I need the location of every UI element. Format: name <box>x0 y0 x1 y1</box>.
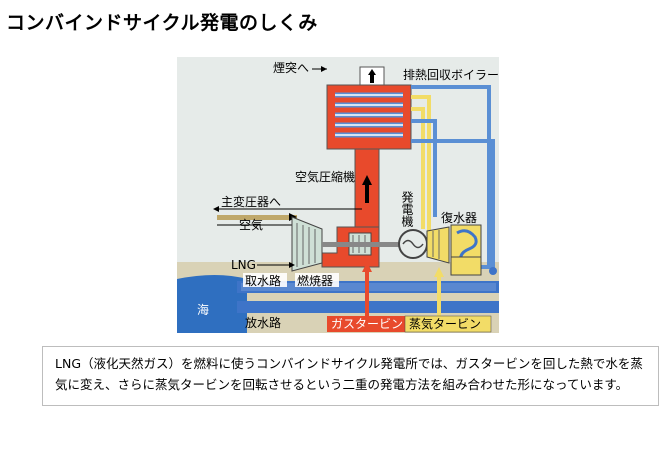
feedwater-pipes <box>411 85 495 269</box>
label-lng: LNG <box>231 258 256 272</box>
label-compressor: 空気圧縮機 <box>295 169 355 184</box>
label-outlet: 放水路 <box>245 315 281 330</box>
caption-text: LNG（液化天然ガス）を燃料に使うコンバインドサイクル発電所では、ガスタービンを… <box>55 356 643 392</box>
label-combustor: 燃焼器 <box>297 273 333 288</box>
label-chimney: 煙突へ <box>273 60 309 75</box>
label-boiler: 排熱回収ボイラー <box>403 68 499 82</box>
label-transformer: 主変圧器へ <box>221 194 281 209</box>
label-gas-turbine: ガスタービン <box>331 317 403 331</box>
diagram-svg: 煙突へ 排熱回収ボイラー 空気圧縮機 主変圧器へ 空気 発電機 復水器 LNG … <box>177 57 499 333</box>
label-condenser: 復水器 <box>441 210 477 225</box>
sea <box>177 275 247 333</box>
air-duct <box>217 215 297 220</box>
caption-box: LNG（液化天然ガス）を燃料に使うコンバインドサイクル発電所では、ガスタービンを… <box>42 346 659 406</box>
gas-turbine-label-box <box>327 316 409 332</box>
steam-turbine <box>426 226 450 264</box>
label-intake: 取水路 <box>245 273 281 288</box>
combined-cycle-diagram: 煙突へ 排熱回収ボイラー 空気圧縮機 主変圧器へ 空気 発電機 復水器 LNG … <box>177 57 499 333</box>
label-air: 空気 <box>239 217 263 232</box>
label-sea: 海 <box>197 302 209 317</box>
label-steam-turbine: 蒸気タービン <box>409 316 481 331</box>
steam-turbine-label-box <box>404 315 492 333</box>
label-generator: 発電機 <box>400 191 414 227</box>
page-title: コンバインドサイクル発電のしくみ <box>6 12 318 34</box>
